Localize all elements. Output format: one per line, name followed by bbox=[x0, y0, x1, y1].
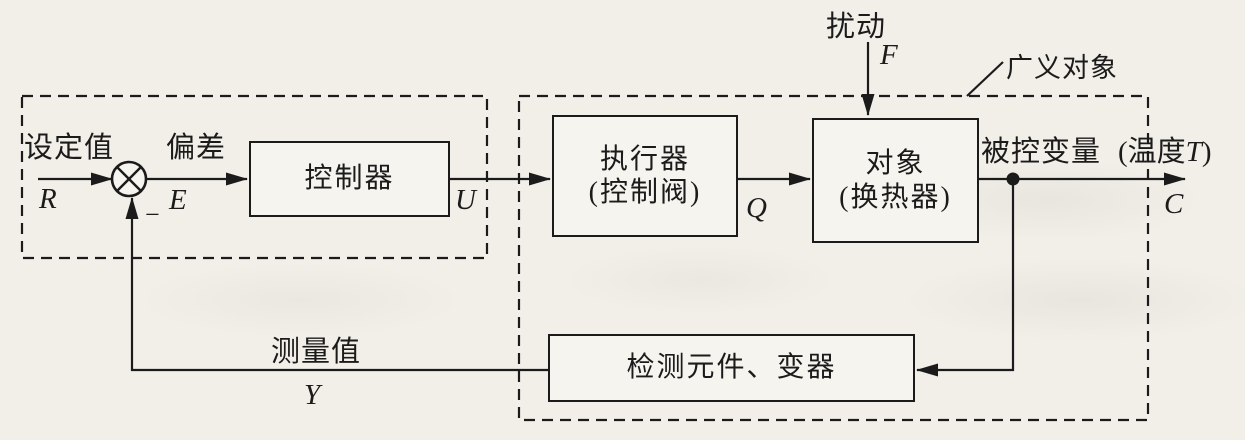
measured-value-symbol: Y bbox=[304, 379, 321, 411]
generalized-object-leader-line bbox=[966, 61, 1004, 97]
actuator-label-line1: 执行器 bbox=[599, 143, 690, 175]
output-symbol: C bbox=[1164, 188, 1184, 220]
controlled-variable-label: 被控变量 bbox=[981, 136, 1102, 168]
plant-block: 对象 (换热器) bbox=[812, 118, 979, 243]
disturbance-label: 扰动 bbox=[826, 11, 887, 43]
actuator-label-line2: (控制阀) bbox=[588, 177, 702, 208]
measured-value-label: 测量值 bbox=[271, 336, 362, 368]
output-to-sensor-feedback-line bbox=[916, 179, 1015, 377]
valve-output-symbol: Q bbox=[746, 192, 767, 224]
plant-label-line1: 对象 bbox=[865, 148, 926, 180]
controller-label: 控制器 bbox=[304, 163, 395, 195]
branch-point-dot bbox=[1006, 172, 1020, 186]
summing-junction bbox=[110, 160, 148, 198]
controlled-variable-note: (温度T) bbox=[1118, 128, 1211, 170]
sensor-block: 检测元件、变器 bbox=[548, 334, 915, 402]
controller-dashed-box bbox=[20, 94, 489, 260]
setpoint-label: 设定值 bbox=[24, 132, 115, 164]
controlled-note-suffix: ) bbox=[1201, 136, 1212, 168]
disturbance-symbol: F bbox=[880, 39, 898, 71]
controller-block: 控制器 bbox=[249, 141, 450, 217]
error-symbol: E bbox=[169, 184, 187, 216]
generalized-object-dashed-box bbox=[517, 94, 1150, 422]
sensor-label: 检测元件、变器 bbox=[626, 352, 837, 384]
minus-sign: − bbox=[145, 200, 161, 229]
controller-output-symbol: U bbox=[455, 184, 476, 216]
plant-label-line2: (换热器) bbox=[839, 181, 952, 213]
setpoint-symbol: R bbox=[39, 183, 57, 215]
actuator-block: 执行器 (控制阀) bbox=[552, 115, 738, 237]
generalized-object-label: 广义对象 bbox=[1006, 53, 1118, 83]
controlled-note-prefix: (温度 bbox=[1118, 136, 1186, 168]
sensor-to-summer-feedback-line bbox=[125, 197, 548, 372]
controlled-note-symbol: T bbox=[1185, 136, 1202, 168]
error-label: 偏差 bbox=[166, 132, 227, 164]
